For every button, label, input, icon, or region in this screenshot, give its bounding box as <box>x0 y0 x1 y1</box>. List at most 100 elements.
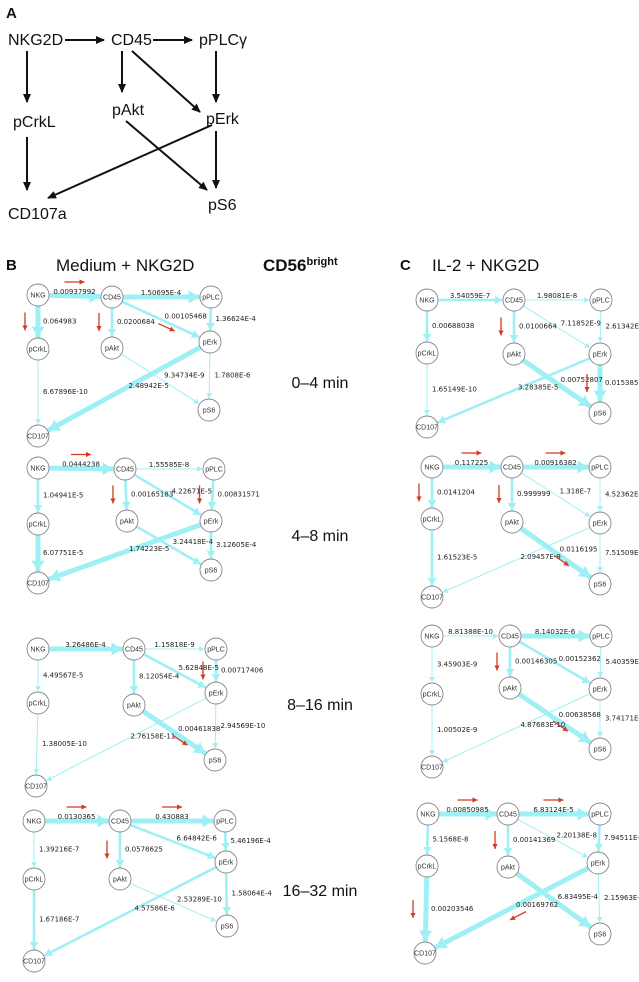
edge-head <box>427 578 437 585</box>
trend-arrows-b1 <box>22 279 175 332</box>
node-nkg: NKG <box>420 455 444 479</box>
edge-label: 0.00165183 <box>131 491 173 499</box>
edge-label: 5.1568E-8 <box>433 836 469 844</box>
node-cd107: CD107 <box>415 415 439 439</box>
node-label: NKG <box>30 293 45 300</box>
edge-head <box>597 672 604 678</box>
node-circle <box>588 572 612 596</box>
node-pakt: pAkt <box>500 510 524 534</box>
edge-head <box>596 917 603 923</box>
node-pplc: pPLC <box>199 285 223 309</box>
trend-arrow-head <box>86 451 92 458</box>
edge-label: 4.22671E-5 <box>172 488 212 496</box>
node-label: pErk <box>593 521 608 528</box>
node-circle <box>415 415 439 439</box>
edge-label: 4.87683E-10 <box>520 721 565 729</box>
edge-label: 1.04941E-5 <box>43 492 83 500</box>
edge-label: 2.20138E-8 <box>557 831 597 839</box>
panel-b-title: Medium + NKG2D <box>56 256 194 275</box>
node-label: pCrkL <box>418 864 437 871</box>
edge-perk-cd107 <box>442 693 591 763</box>
edge-label: 5.46196E-4 <box>230 837 271 845</box>
edge-label: 0.00152362 <box>559 655 601 663</box>
edge-label: 1.65149E-10 <box>432 386 477 394</box>
node-circle <box>420 624 444 648</box>
node-perk: pErk <box>588 342 612 366</box>
edge-head <box>597 732 603 737</box>
edge-label: 7.11852E-9 <box>561 320 601 328</box>
node-circle <box>588 511 612 535</box>
edge-label: 0.00916382 <box>534 459 576 467</box>
edge-label: 2.09457E-9 <box>520 553 560 561</box>
edge-label: 0.00717406 <box>221 667 264 675</box>
edge-pakt-ps6 <box>516 691 593 745</box>
edge-head <box>89 289 101 303</box>
edge-cd45-perk <box>120 300 201 339</box>
panel-a-arrows <box>23 36 220 199</box>
node-label: pS6 <box>209 758 222 765</box>
node-circle <box>588 401 612 425</box>
edge-pakt-ps6 <box>520 357 593 409</box>
trend-arrows-b4 <box>66 804 182 859</box>
edge-head <box>422 334 432 341</box>
edge-pakt-ps6 <box>518 525 593 580</box>
edge-pakt-ps6 <box>120 353 200 405</box>
node-label: pPLC <box>205 467 223 474</box>
node-pakt: pAkt <box>100 336 124 360</box>
node-circle <box>26 691 50 715</box>
node-circle <box>22 867 46 891</box>
node-label: pErk <box>593 687 608 694</box>
trend-arrow-head <box>181 740 188 746</box>
node-circle <box>588 922 612 946</box>
node-circle <box>202 457 226 481</box>
edge-head <box>442 757 449 763</box>
node-pcrkl: pCrkL <box>26 337 50 361</box>
edge-head <box>31 862 37 867</box>
edge-head <box>107 329 117 336</box>
edge-head <box>578 629 589 643</box>
edge-perk-cd107 <box>46 522 204 582</box>
node-label: pErk <box>204 519 219 526</box>
edge-head <box>594 843 604 852</box>
edges-b3 <box>33 642 221 781</box>
arrow-perk-cd107a <box>47 124 213 199</box>
edge-perk-cd107 <box>46 344 203 433</box>
node-cd45: CD45 <box>496 802 520 826</box>
node-label: CD45 <box>503 465 521 472</box>
edge-head <box>222 906 232 915</box>
trend-arrow-head <box>584 387 590 392</box>
node-circle <box>588 677 612 701</box>
edge-label: 0.00937992 <box>53 288 95 296</box>
node-perk: pErk <box>198 330 222 354</box>
edge-label: 2.61342E-9 <box>606 323 639 331</box>
node-label: pAkt <box>105 346 119 353</box>
node-circle <box>416 802 440 826</box>
arrow-pakt-ps6 <box>125 120 208 191</box>
node-label: pPLC <box>592 634 610 641</box>
node-circle <box>115 509 139 533</box>
edge-head <box>206 322 215 331</box>
node-pcrkl: pCrkL <box>415 341 439 365</box>
node-circle <box>586 851 610 875</box>
edge-label: 2.53289E-10 <box>177 895 222 903</box>
node-circle <box>589 624 613 648</box>
node-label: pS6 <box>594 747 607 754</box>
node-perk: pErk <box>588 677 612 701</box>
edge-perk-cd107 <box>46 697 207 781</box>
edges-c3 <box>429 629 604 763</box>
edge-perk-cd107 <box>436 356 592 424</box>
time-label-8-16: 8–16 min <box>287 697 353 714</box>
node-circle <box>496 855 520 879</box>
node-label: pAkt <box>127 703 141 710</box>
edge-label: 0.117225 <box>455 459 488 467</box>
node-label: CD45 <box>116 467 134 474</box>
trend-arrow-head <box>416 496 422 502</box>
node-circle <box>420 455 444 479</box>
node-circle <box>213 809 237 833</box>
trend-arrow-head <box>509 915 516 920</box>
node-cd45: CD45 <box>108 809 132 833</box>
edge-label: 0.00203546 <box>431 905 474 913</box>
